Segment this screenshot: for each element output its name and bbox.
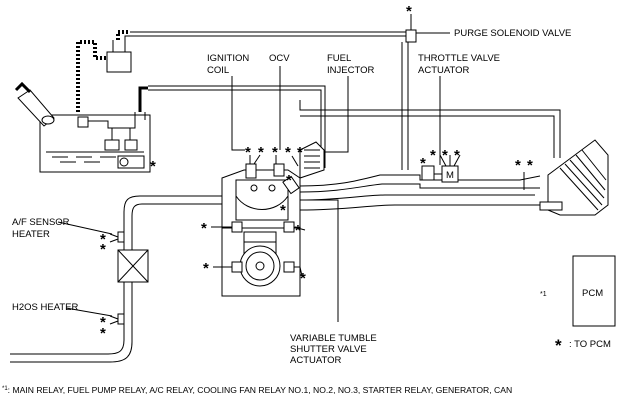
throttle-pcm-marker-2: * — [442, 147, 448, 164]
purge-solenoid-label: PURGE SOLENOID VALVE — [454, 28, 571, 39]
throttle-valve-label-2: ACTUATOR — [418, 65, 470, 76]
fuel-injector — [282, 141, 325, 195]
charcoal-canister — [106, 40, 132, 73]
pcm-box — [572, 255, 616, 327]
evap-hoses — [76, 30, 410, 168]
legend-asterisk: * — [555, 336, 562, 355]
engine-intake-pcm-marker: * — [280, 202, 286, 219]
h2os-pcm-marker-1: * — [100, 314, 106, 331]
throttle-pcm-marker-1: * — [430, 147, 436, 164]
throttle-pcm-marker-3: * — [454, 147, 460, 164]
purge-solenoid-valve — [401, 14, 450, 170]
injector-pcm-marker-1: * — [285, 144, 291, 161]
ignition-coil-label-2: COIL — [207, 65, 229, 76]
throttle-pcm-marker-4: * — [420, 155, 426, 172]
af-sensor-pcm-marker-2: * — [100, 241, 106, 258]
intake-pipes — [299, 100, 609, 216]
af-sensor-pcm-marker-1: * — [100, 231, 106, 248]
h2os-pcm-marker-2: * — [100, 325, 106, 342]
engine-right-pcm-marker: * — [295, 222, 301, 239]
purge-solenoid-pcm-marker: * — [406, 3, 412, 20]
h2os-heater-label: H2OS HEATER — [12, 302, 78, 313]
pcm-footnote-marker: *1 — [540, 291, 547, 298]
ignition-pcm-marker-2: * — [258, 144, 264, 161]
vts-label-2: SHUTTER VALVE — [290, 344, 367, 355]
ignition-coil — [245, 154, 261, 179]
fuel-injector-label: FUEL — [327, 53, 351, 64]
af-sensor-label: A/F SENSOR — [12, 217, 70, 228]
injector-pcm-marker-3: * — [286, 172, 292, 189]
throttle-valve-actuator: M — [421, 154, 461, 183]
maf-pcm-marker-2: * — [527, 157, 533, 174]
vts-label: VARIABLE TUMBLE — [290, 333, 377, 344]
footnote: *1: MAIN RELAY, FUEL PUMP RELAY, A/C REL… — [2, 385, 512, 395]
ignition-coil-label: IGNITION — [207, 53, 249, 64]
maf-pcm-marker-1: * — [515, 157, 521, 174]
injector-pcm-marker-2: * — [297, 144, 303, 161]
footnote-marker: *1 — [2, 386, 8, 392]
footnote-text: : MAIN RELAY, FUEL PUMP RELAY, A/C RELAY… — [8, 385, 512, 395]
ocv — [273, 155, 285, 177]
legend-to-pcm: : TO PCM — [569, 339, 611, 350]
fuel-pump-pcm-marker: * — [150, 158, 156, 175]
throttle-valve-label: THROTTLE VALVE — [418, 53, 500, 64]
ignition-pcm-marker-1: * — [245, 144, 251, 161]
fuel-tank — [14, 81, 151, 173]
svg-text:M: M — [446, 170, 454, 181]
pcm-label: PCM — [582, 288, 603, 299]
fuel-injector-label-2: INJECTOR — [327, 65, 374, 76]
exhaust-system — [10, 195, 222, 363]
engine-left-pcm-marker: * — [201, 220, 207, 237]
ocv-pcm-marker: * — [272, 144, 278, 161]
engine — [221, 169, 301, 297]
vts-label-3: ACTUATOR — [290, 355, 342, 366]
engine-crank-right-pcm-marker: * — [300, 270, 306, 287]
ocv-label: OCV — [269, 53, 290, 64]
engine-crank-left-pcm-marker: * — [203, 260, 209, 277]
af-sensor-label-2: HEATER — [12, 229, 50, 240]
